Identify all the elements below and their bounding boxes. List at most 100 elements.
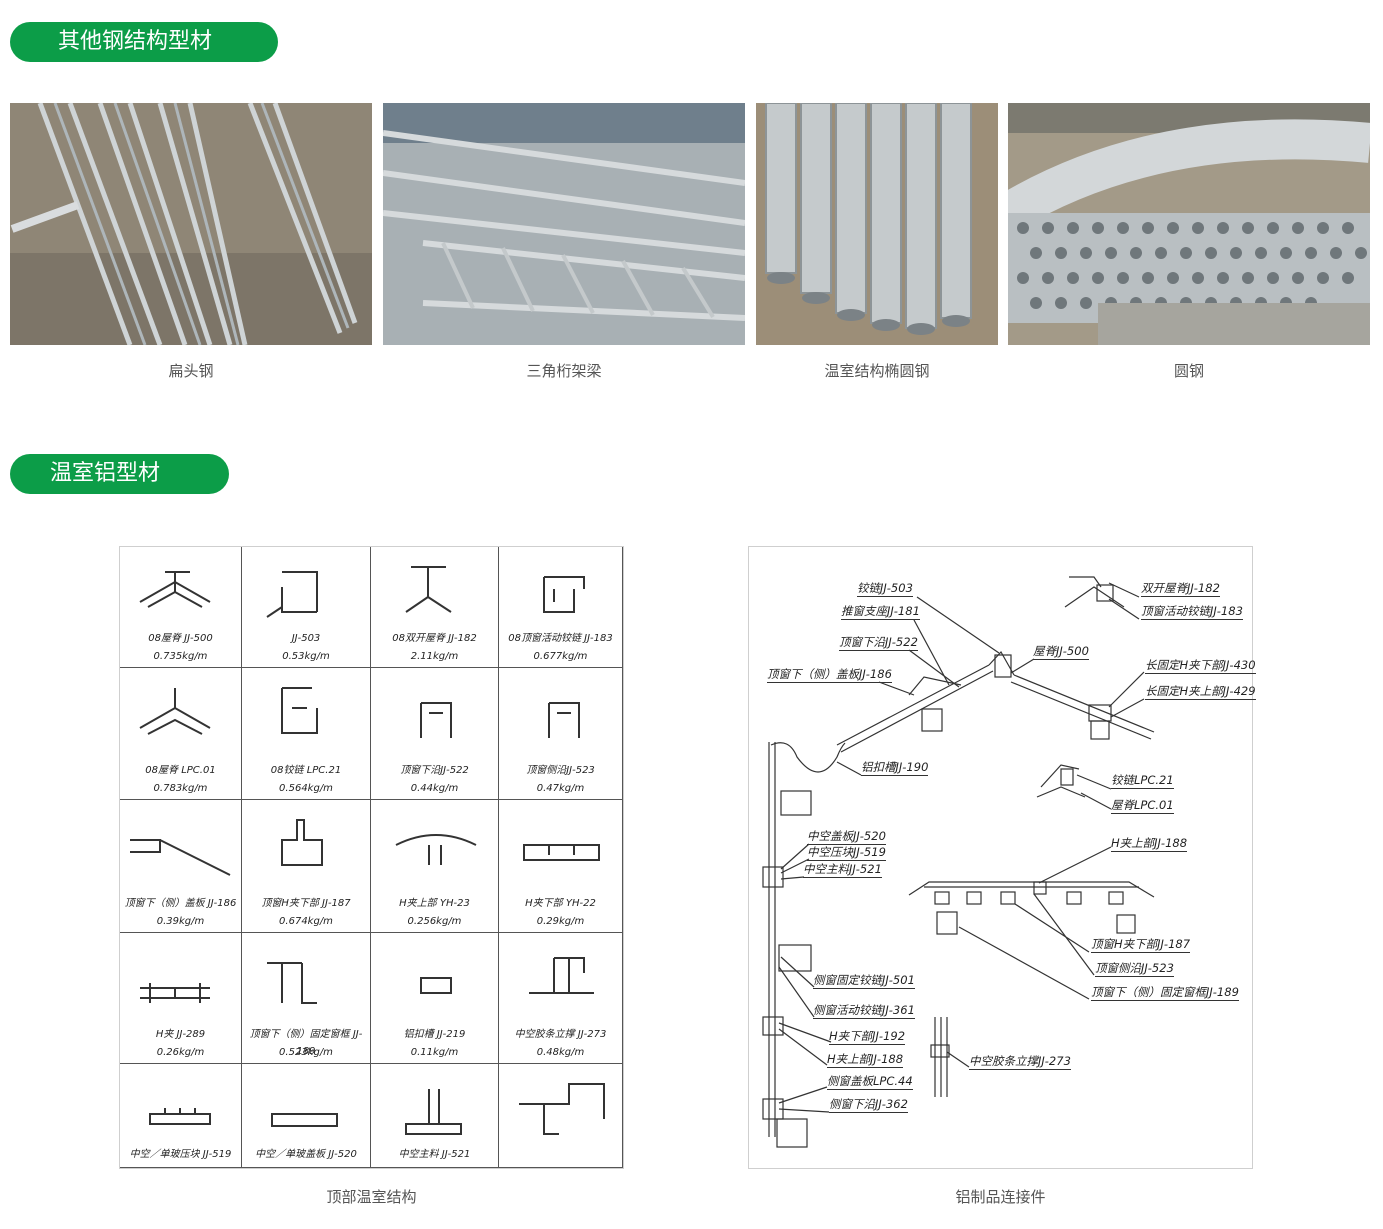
annotation-label: 顶窗下（侧）盖板JJ-186	[767, 667, 892, 683]
annotation-label: 顶窗侧沿JJ-523	[1095, 961, 1174, 977]
profile-weight: 0.48kg/m	[536, 1047, 585, 1058]
profile-cell: 顶窗下（侧）盖板 JJ-186 0.39kg/m	[120, 800, 242, 933]
profile-shape	[140, 983, 210, 1003]
annotation-label: 顶窗活动铰链JJ-183	[1141, 604, 1243, 620]
section-title-aluminum: 温室铝型材	[10, 454, 229, 494]
annotation-label: 长固定H夹下部JJ-430	[1145, 658, 1256, 674]
profile-shape	[130, 839, 231, 876]
profile-weight: 0.44kg/m	[410, 783, 459, 794]
photo-triangle-truss	[383, 103, 745, 345]
profile-name: 08铰链 LPC.21	[270, 765, 342, 776]
annotation-label: 顶窗下（侧）固定窗框JJ-189	[1091, 985, 1239, 1001]
profile-drawing	[405, 1089, 462, 1135]
annotation-label: 推窗支座JJ-181	[841, 604, 920, 620]
profile-drawing	[395, 834, 477, 865]
annotation-label: H夹下部JJ-192	[829, 1029, 906, 1045]
profile-weight: 0.39kg/m	[156, 916, 205, 927]
profile-weight: 0.674kg/m	[279, 916, 333, 927]
profile-drawing	[281, 687, 318, 734]
profile-cell: 中空主料 JJ-521	[371, 1064, 499, 1168]
profile-drawing	[140, 983, 210, 1003]
profile-shape	[271, 1113, 338, 1127]
profile-weight: 0.256kg/m	[407, 916, 462, 927]
profile-drawing	[529, 957, 594, 994]
profile-cell: 顶窗H夹下部 JJ-187 0.674kg/m	[242, 800, 371, 933]
annotation-label: 铰链LPC.21	[1111, 773, 1174, 789]
profile-name: 中空／单玻盖板 JJ-520	[255, 1149, 357, 1160]
annotation-label: 侧窗活动铰链JJ-361	[813, 1003, 915, 1019]
profile-weight: 0.26kg/m	[156, 1047, 205, 1058]
profile-drawing	[405, 566, 452, 613]
profile-shape	[267, 962, 317, 1004]
photo-oval-steel	[756, 103, 998, 345]
profile-cell: JJ-503 0.53kg/m	[242, 547, 371, 668]
caption-round-steel: 圆钢	[1173, 362, 1204, 380]
profile-name: 中空／单玻压块 JJ-519	[129, 1149, 232, 1160]
profile-cell	[499, 1064, 623, 1168]
annotation-label: 侧窗盖板LPC.44	[827, 1074, 913, 1090]
profile-cell: 中空／单玻盖板 JJ-520	[242, 1064, 371, 1168]
profile-name: 08双开屋脊 JJ-182	[392, 633, 477, 644]
profile-drawing	[543, 576, 585, 613]
profile-weight: 0.47kg/m	[536, 783, 585, 794]
photo-round-steel	[1008, 103, 1370, 345]
profile-shape	[420, 977, 452, 994]
caption-aluminum-connectors: 铝制品连接件	[955, 1188, 1046, 1206]
photo-flat-steel	[10, 103, 372, 345]
profile-name: 中空主料 JJ-521	[398, 1149, 471, 1160]
profile-weight: 0.29kg/m	[536, 916, 585, 927]
profile-weight: 0.53kg/m	[282, 651, 330, 662]
profile-catalog-grid: 08屋脊 JJ-500 0.735kg/m JJ-503 0.53kg/m 08双开屋脊…	[119, 546, 624, 1169]
profile-drawing	[267, 962, 317, 1004]
profile-name: 顶窗下（侧）盖板 JJ-186	[124, 898, 237, 909]
profile-weight: 0.523kg/m	[279, 1047, 333, 1058]
annotation-label: H夹上部JJ-188	[1111, 836, 1188, 852]
annotation-label: 中空压块JJ-519	[807, 845, 886, 861]
annotation-label: 铰链JJ-503	[857, 581, 913, 597]
profile-name: 08屋脊 JJ-500	[148, 633, 213, 644]
profile-cell: 08顶窗活动铰链 JJ-183 0.677kg/m	[499, 547, 623, 668]
annotation-label: 铝扣槽JJ-190	[861, 760, 929, 776]
profile-weight: 0.735kg/m	[153, 651, 208, 662]
profile-drawing	[139, 688, 211, 735]
profile-shape	[548, 702, 580, 738]
profile-shape	[529, 957, 594, 994]
profile-name: 铝扣槽 JJ-219	[403, 1029, 466, 1040]
profile-name: 顶窗下沿JJ-522	[400, 765, 469, 776]
profile-shape	[420, 702, 452, 738]
connection-diagram-drawing	[762, 576, 1155, 1148]
profile-weight: 0.783kg/m	[153, 783, 208, 794]
profile-weight: 0.677kg/m	[533, 651, 588, 662]
profile-shape	[281, 687, 318, 734]
profile-cell: H夹下部 YH-22 0.29kg/m	[499, 800, 623, 933]
profile-drawing	[420, 702, 452, 738]
annotation-label: 侧窗下沿JJ-362	[829, 1097, 908, 1113]
profile-shape	[149, 1108, 211, 1125]
annotation-label: 双开屋脊JJ-182	[1141, 581, 1220, 597]
profile-cell: 08屋脊 JJ-500 0.735kg/m	[120, 547, 242, 668]
annotation-label: 顶窗H夹下部JJ-187	[1091, 937, 1191, 953]
profile-drawing	[139, 571, 211, 608]
annotation-label: 屋脊JJ-500	[1033, 644, 1089, 660]
profile-name: 08顶窗活动铰链 JJ-183	[508, 633, 613, 644]
caption-oval-steel: 温室结构椭圆钢	[824, 362, 930, 380]
profile-name: JJ-503	[291, 633, 321, 644]
annotation-label: 中空胶条立撑JJ-273	[969, 1054, 1071, 1070]
profile-drawing	[271, 1113, 338, 1127]
profile-name: 中空胶条立撑 JJ-273	[514, 1029, 607, 1040]
profile-cell: 顶窗下沿JJ-522 0.44kg/m	[371, 668, 499, 800]
section-title-steel: 其他钢结构型材	[10, 22, 278, 62]
profile-shape	[519, 1083, 605, 1135]
annotation-label: 中空盖板JJ-520	[807, 829, 886, 845]
profile-name: H夹下部 YH-22	[525, 898, 596, 909]
caption-top-structure: 顶部温室结构	[326, 1188, 417, 1206]
annotation-label: 侧窗固定铰链JJ-501	[813, 973, 915, 989]
annotation-label: H夹上部JJ-188	[827, 1052, 904, 1068]
annotation-label: 屋脊LPC.01	[1111, 798, 1174, 814]
profile-name: 顶窗H夹下部 JJ-187	[261, 898, 351, 909]
profile-drawing	[130, 839, 231, 876]
